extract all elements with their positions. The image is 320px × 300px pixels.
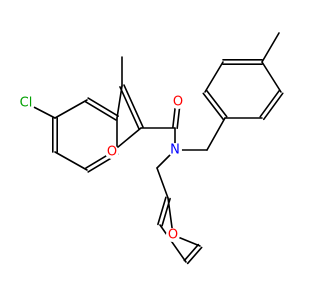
atom-o-benzofuran-label: O bbox=[107, 145, 117, 160]
bond-cm2-co2 bbox=[262, 92, 284, 121]
bond-cm2-co2 bbox=[259, 89, 281, 118]
atom-cl: Cl bbox=[17, 94, 35, 112]
bond-f5-f4 bbox=[183, 243, 200, 262]
atom-n-amide-label: N bbox=[170, 143, 180, 158]
bond-layer bbox=[25, 32, 284, 265]
atom-o-carbonyl-label: O bbox=[173, 95, 183, 110]
bond-ch2a-ci bbox=[206, 117, 226, 151]
bond-f3-f2 bbox=[157, 196, 167, 226]
bond-cp-mep bbox=[261, 32, 280, 63]
atom-layer: Cl O O N O bbox=[17, 94, 185, 243]
structure-canvas: Cl O O N O bbox=[17, 32, 284, 265]
bond-c4-c3a bbox=[85, 101, 117, 121]
atom-n-amide: N bbox=[168, 143, 182, 158]
bond-c5-c4 bbox=[54, 99, 88, 119]
bond-c3-c2 bbox=[123, 84, 144, 128]
bond-ch2b-f2 bbox=[156, 167, 169, 199]
bond-co1-cm1 bbox=[204, 61, 224, 93]
bond-f5-f4 bbox=[186, 246, 203, 265]
bond-ci-co1 bbox=[202, 92, 225, 121]
bond-c3-c2 bbox=[119, 86, 140, 130]
atom-o-furyl-label: O bbox=[168, 228, 178, 243]
atom-o-benzofuran: O bbox=[105, 145, 119, 160]
bond-f3-f2 bbox=[161, 197, 171, 227]
bond-c7-c6 bbox=[54, 151, 88, 171]
atom-o-carbonyl: O bbox=[171, 95, 185, 110]
bond-c4-c3a bbox=[87, 97, 119, 117]
bond-ci-co1 bbox=[205, 89, 228, 118]
atom-cl-label: Cl bbox=[20, 96, 33, 111]
bond-cp-cm2 bbox=[261, 61, 282, 93]
atom-o-furyl: O bbox=[166, 228, 180, 243]
bond-f4-f3 bbox=[159, 224, 187, 263]
